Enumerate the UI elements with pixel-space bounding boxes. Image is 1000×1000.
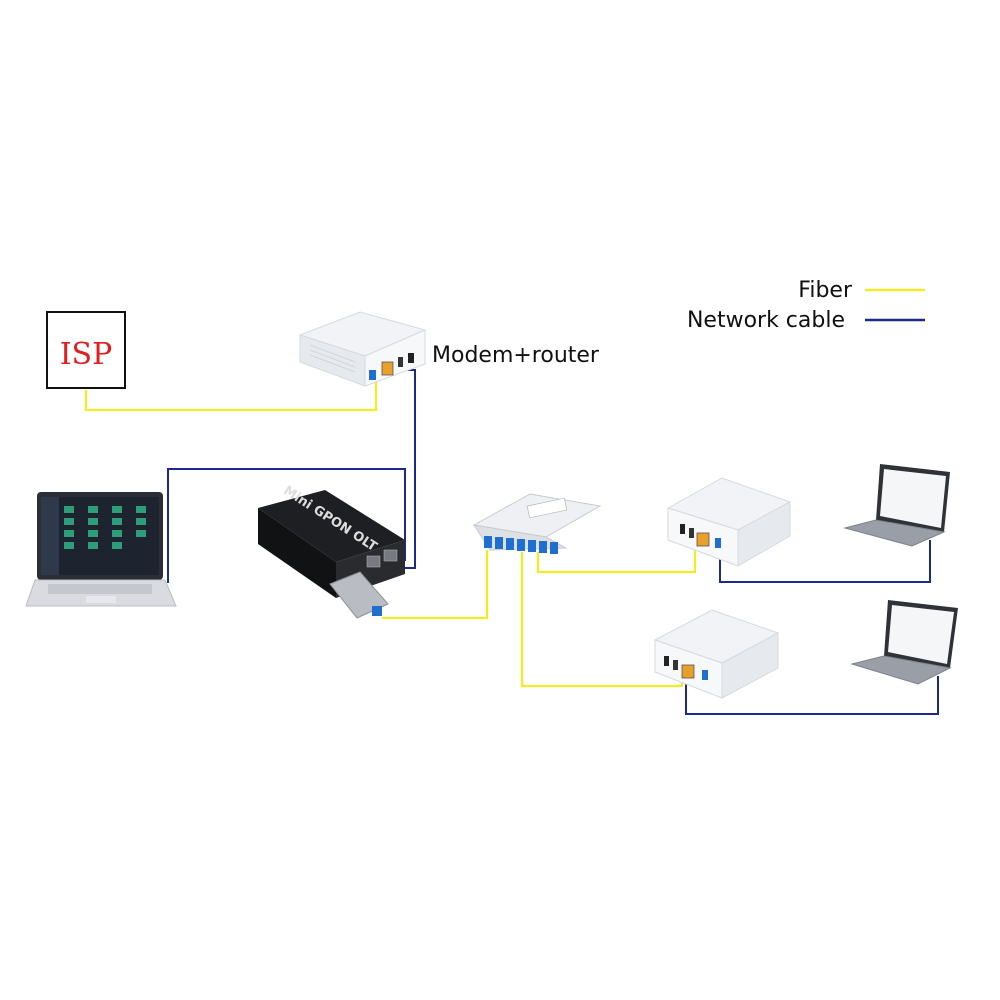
- ont1-usb-port: [689, 528, 694, 538]
- optical-splitter: [472, 493, 602, 554]
- ont2-power-port: [664, 656, 669, 666]
- laptop-touchpad: [86, 596, 116, 603]
- ont1-pon-port: [715, 538, 721, 548]
- isp-node: ISP: [46, 311, 126, 389]
- olt-left-face: [258, 508, 336, 598]
- laptop2-screen: [888, 605, 954, 664]
- laptop2-base: [850, 655, 952, 685]
- ont2-pon-port: [702, 670, 708, 680]
- ont1-power-port: [680, 524, 685, 534]
- laptop1-base: [843, 519, 946, 547]
- modem-pon-port: [369, 370, 376, 380]
- legend: Fiber Network cable: [687, 278, 925, 333]
- ont-lower: [653, 609, 780, 699]
- modem-lan-port: [381, 361, 394, 376]
- splitter-ports: [484, 536, 558, 554]
- modem-label: Modem+router: [432, 343, 600, 368]
- cable-ont1-to-laptop: [719, 540, 931, 583]
- gpon-olt: Mini GPON OLT: [258, 483, 405, 619]
- olt-eth-port-2: [383, 549, 398, 562]
- isp-box: [46, 311, 126, 389]
- ont2-right-face: [721, 632, 779, 699]
- modem-power-port: [408, 353, 414, 363]
- client-laptop-lower: [850, 600, 958, 685]
- legend-network-label: Network cable: [687, 308, 845, 333]
- ont1-right-face: [737, 501, 791, 567]
- fiber-splitter-to-ont1: [536, 548, 697, 574]
- legend-fiber-label: Fiber: [798, 278, 853, 303]
- isp-label: ISP: [60, 337, 113, 372]
- ont1-lan-port: [696, 532, 710, 547]
- modem-front-face: [364, 329, 426, 387]
- olt-eth-port-1: [366, 555, 381, 568]
- screen-tiles: [64, 506, 146, 549]
- fiber-isp-to-modem: [84, 378, 378, 412]
- fiber-olt-to-splitter: [382, 550, 489, 620]
- ont2-lan-port: [681, 664, 695, 679]
- modem-vent-lines: [309, 344, 356, 373]
- splitter-label-sticker: [526, 497, 568, 519]
- admin-laptop: [25, 492, 177, 607]
- olt-sfp-connector: [372, 606, 382, 616]
- ont-upper: [666, 477, 792, 567]
- screen-sidebar: [41, 497, 59, 575]
- modem-usb-port: [398, 357, 403, 367]
- client-laptop-upper: [843, 464, 950, 547]
- ont2-usb-port: [673, 660, 678, 670]
- laptop1-screen: [880, 469, 946, 528]
- olt-top-face: [258, 490, 405, 562]
- laptop-keys: [48, 584, 152, 594]
- modem-router: Modem+router: [298, 311, 600, 387]
